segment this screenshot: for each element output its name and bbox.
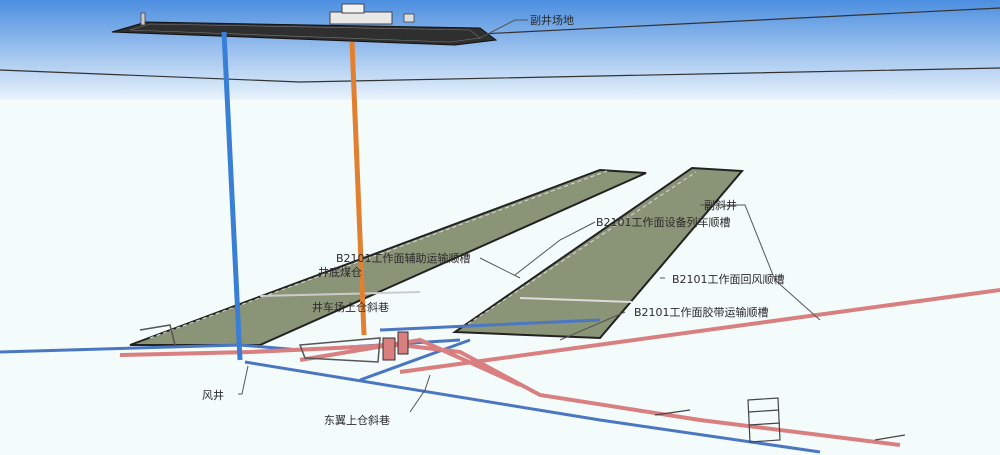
- label-surface-site: 副井场地: [530, 13, 574, 27]
- label-belt-trough: B2101工作面胶带运输顺槽: [634, 305, 769, 319]
- ladder-structures: [654, 397, 906, 443]
- surface-building: [329, 11, 393, 25]
- horizon-line-lower: [0, 67, 1000, 83]
- horizon-line-upper: [439, 7, 1000, 37]
- ventilation-shaft: [221, 31, 243, 361]
- surface-platform: [111, 3, 498, 46]
- label-east-wing-incline: 东翼上仓斜巷: [324, 413, 390, 427]
- label-aux-transport-trough: B2101工作面辅助运输顺槽: [336, 251, 471, 265]
- right-working-panel: [451, 166, 745, 340]
- surface-building-top: [341, 3, 365, 14]
- leader-lines: [238, 19, 821, 413]
- belt-roadways: [119, 288, 1000, 447]
- label-return-air-trough: B2101工作面回风顺槽: [672, 273, 785, 286]
- label-wing-bunker-incline: 井车场上仓斜巷: [312, 300, 389, 314]
- intake-shaft: [349, 41, 367, 336]
- surface-post: [140, 12, 146, 26]
- label-vent-shaft: 风井: [202, 388, 224, 402]
- label-aux-incline: 副斜井: [704, 198, 737, 212]
- label-equipment-trough: B2101工作面设备列车顺槽: [596, 215, 731, 229]
- ground-plane: [0, 100, 1000, 455]
- surface-hut: [403, 13, 415, 23]
- shaft-bottom-structures: [139, 324, 409, 363]
- label-coal-bunker: 井底煤仓: [318, 265, 362, 279]
